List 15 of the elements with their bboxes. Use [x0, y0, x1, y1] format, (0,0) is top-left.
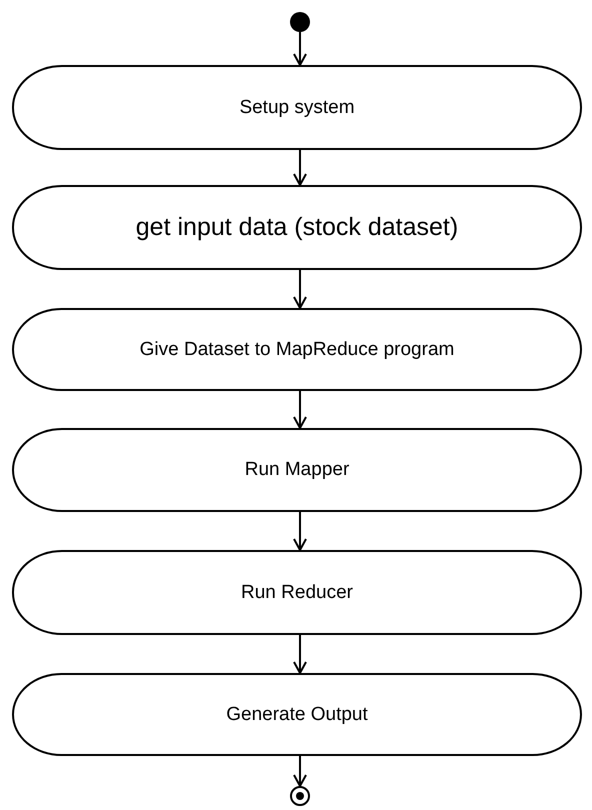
- activity-label: get input data (stock dataset): [134, 213, 460, 242]
- arrow: [293, 512, 307, 551]
- arrow: [293, 756, 307, 787]
- activity-label: Run Reducer: [240, 582, 354, 604]
- arrow: [293, 391, 307, 429]
- activity-label: Give Dataset to MapReduce program: [138, 338, 456, 360]
- arrow: [293, 635, 307, 674]
- arrow: [293, 270, 307, 309]
- start-dot: [290, 12, 310, 32]
- activity-label: Run Mapper: [244, 459, 350, 481]
- activity-label: Setup system: [238, 96, 356, 118]
- end-bullseye: [290, 786, 310, 806]
- arrow: [293, 150, 307, 186]
- activity-label: Generate Output: [225, 704, 369, 726]
- arrow: [293, 32, 307, 66]
